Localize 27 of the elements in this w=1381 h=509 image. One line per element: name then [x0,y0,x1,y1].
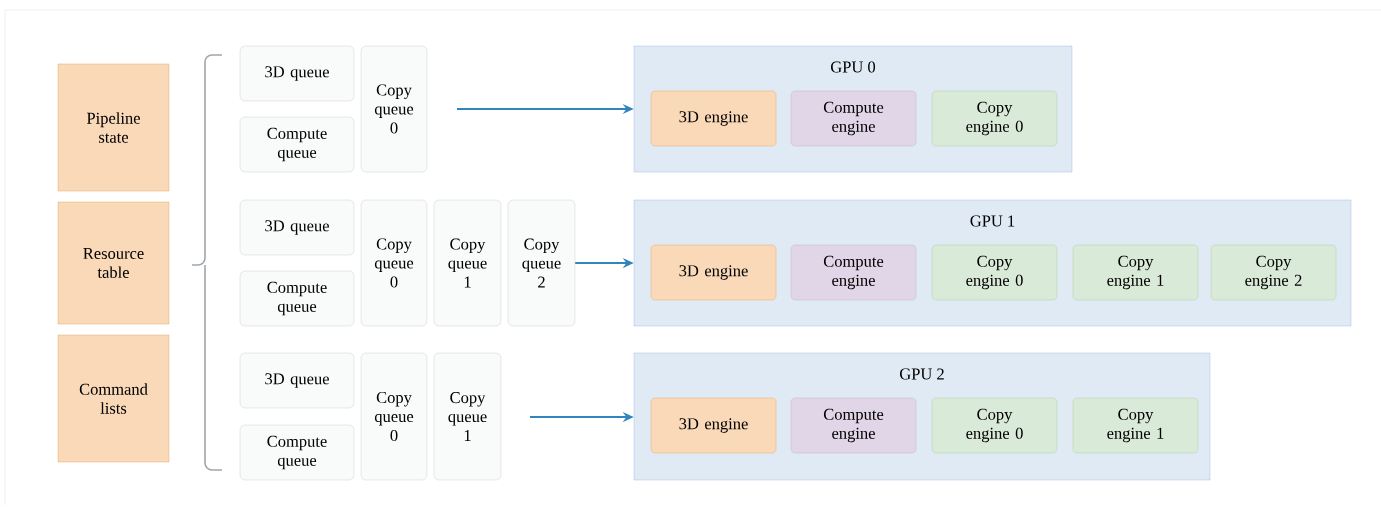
engine-box: Compute engine [790,244,917,301]
engine-box: Copy engine 0 [931,90,1058,147]
queue-box: Copy queue 1 [433,352,502,481]
queue-box: Compute queue [239,270,355,327]
queue-box: Compute queue [239,424,355,481]
queue-box: Copy queue 0 [360,352,428,481]
engine-box: Copy engine 1 [1072,397,1199,454]
left-panel-box: Resource table [57,201,170,325]
queue-box: Copy queue 2 [507,199,576,327]
queue-box: Copy queue 0 [360,45,428,173]
left-panel-box: Pipeline state [57,63,170,192]
engine-box: Copy engine 0 [931,397,1058,454]
engine-box: 3D engine [650,244,777,301]
engine-box: Copy engine 1 [1072,244,1199,301]
engine-box: Copy engine 2 [1210,244,1337,301]
engine-box: Copy engine 0 [931,244,1058,301]
queue-box: Copy queue 1 [433,199,502,327]
queue-box: Compute queue [239,116,355,173]
engine-box: 3D engine [650,397,777,454]
engine-box: 3D engine [650,90,777,147]
engine-box: Compute engine [790,397,917,454]
engine-box: Compute engine [790,90,917,147]
queue-box: Copy queue 0 [360,199,428,327]
queue-box: 3D queue [239,45,355,102]
queue-box: 3D queue [239,199,355,256]
left-panel-box: Command lists [57,334,170,463]
queue-box: 3D queue [239,352,355,409]
